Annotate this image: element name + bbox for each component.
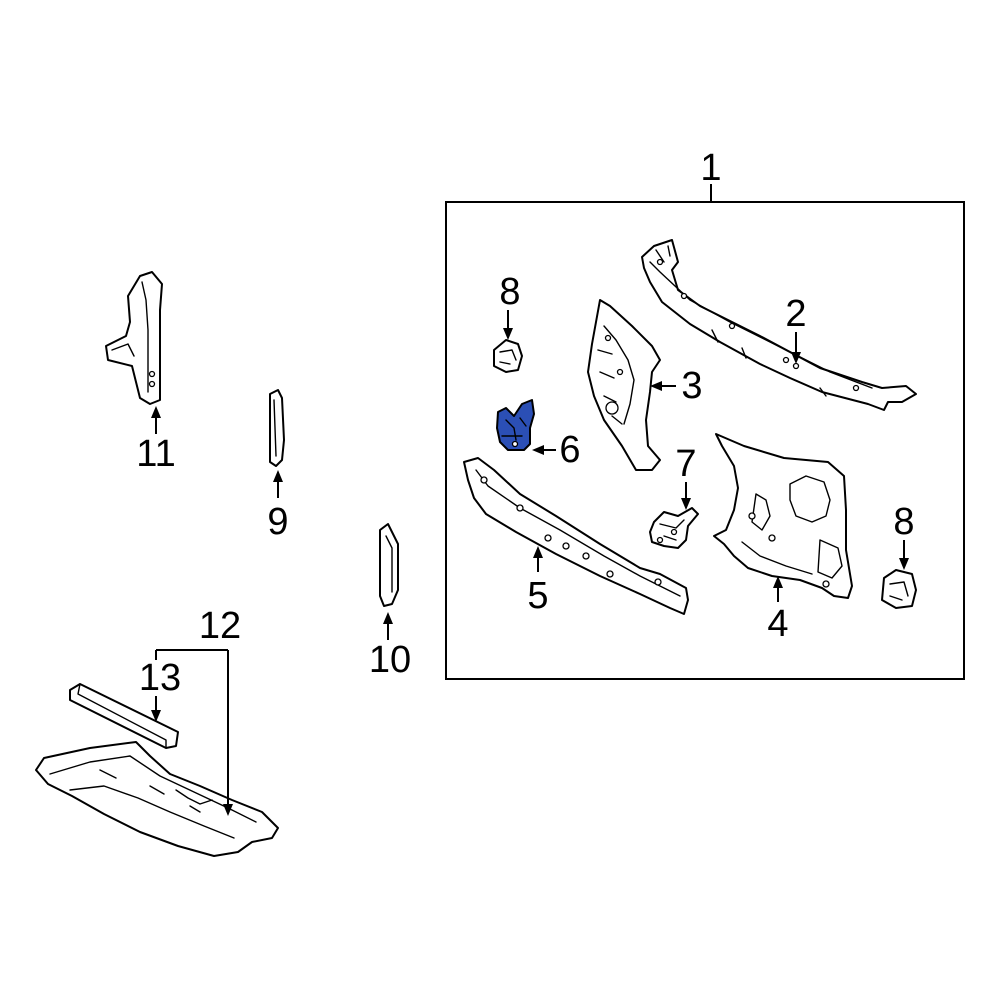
part-9-strip[interactable]	[269, 389, 285, 467]
part-6-bracket-highlighted[interactable]	[496, 399, 535, 451]
callout-12-arrowhead	[223, 804, 233, 816]
callout-11: 11	[136, 433, 175, 475]
part-2-upper-support[interactable]	[641, 239, 917, 411]
callout-6: 6	[559, 429, 580, 471]
part-7-small-bracket[interactable]	[649, 507, 699, 549]
callout-13: 13	[139, 657, 181, 699]
part-8-clip-left[interactable]	[493, 339, 523, 373]
callout-10-arrowhead	[383, 612, 393, 624]
callout-2: 2	[785, 293, 806, 335]
part-11-pillar[interactable]	[105, 271, 163, 405]
part-6-fill	[496, 399, 535, 451]
callout-10: 10	[369, 639, 411, 681]
callout-7: 7	[675, 443, 696, 485]
callout-1: 1	[700, 147, 721, 189]
callout-13-arrowhead	[151, 710, 161, 722]
part-13-foam-strip[interactable]	[69, 683, 179, 749]
callout-4-arrowhead	[773, 576, 783, 588]
callout-8-left: 8	[499, 271, 520, 313]
callout-7-arrowhead	[681, 498, 691, 510]
callout-3: 3	[681, 365, 702, 407]
callout-12: 12	[199, 605, 241, 647]
callout-6-arrowhead	[532, 445, 544, 455]
callout-5: 5	[527, 575, 548, 617]
part-5-lower-support[interactable]	[463, 457, 689, 615]
callout-8b-arrowhead	[899, 558, 909, 570]
callout-2-arrowhead	[791, 352, 801, 364]
part-4-inner-panel[interactable]	[713, 433, 853, 599]
callout-4: 4	[767, 603, 788, 645]
callout-8a-arrowhead	[503, 328, 513, 340]
part-12-splash-shield[interactable]	[35, 741, 279, 857]
callout-9: 9	[267, 501, 288, 543]
part-3-side-panel[interactable]	[587, 299, 661, 471]
callout-5-arrowhead	[533, 546, 543, 558]
part-10-strip[interactable]	[379, 523, 399, 607]
part-8-clip-right[interactable]	[881, 569, 917, 609]
assembly-box	[445, 201, 965, 680]
callout-3-arrowhead	[650, 381, 662, 391]
callout-11-arrowhead	[151, 406, 161, 418]
callout-8-right: 8	[893, 501, 914, 543]
callout-9-arrowhead	[273, 470, 283, 482]
